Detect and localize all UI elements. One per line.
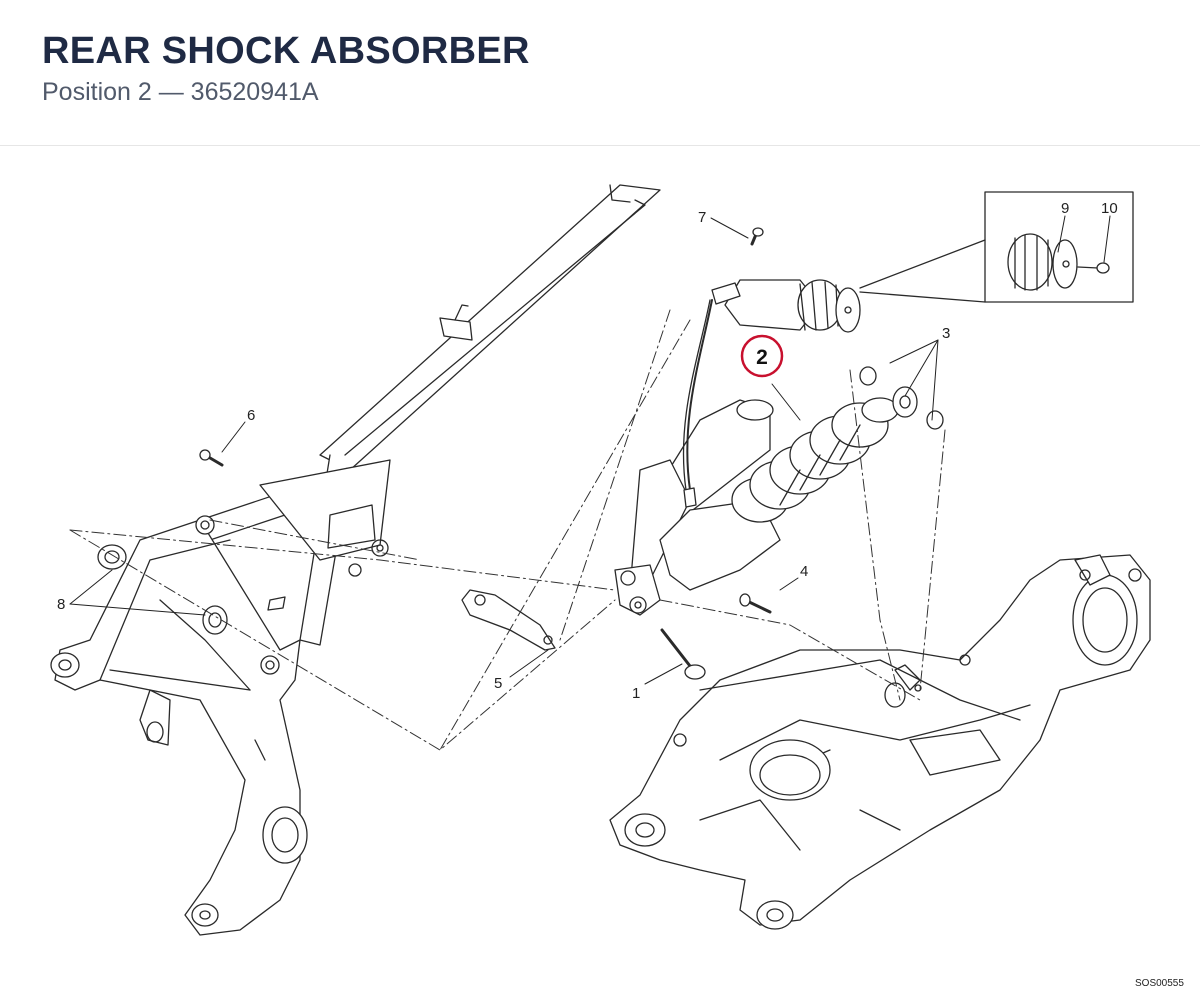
- callout-6: 6: [247, 407, 255, 424]
- page-header: REAR SHOCK ABSORBER Position 2 — 3652094…: [0, 0, 1200, 146]
- exploded-parts-diagram: 1 2 3 4 5 6 7 8 9 10 SOS00555: [50, 184, 1184, 989]
- callout-3: 3: [942, 325, 950, 342]
- shock-absorber: [614, 386, 918, 616]
- assembly-lines: [69, 309, 946, 751]
- callout-8: 8: [57, 596, 65, 613]
- callout-2: 2: [756, 346, 768, 369]
- callout-10: 10: [1101, 200, 1118, 217]
- callout-7: 7: [698, 209, 706, 226]
- callout-2-highlight: [740, 334, 784, 378]
- leader-lines: [69, 215, 1111, 685]
- page-subtitle: Position 2 — 36520941A: [42, 78, 319, 106]
- callout-9: 9: [1061, 200, 1069, 217]
- callout-5: 5: [494, 675, 502, 692]
- hardware: [97, 227, 944, 680]
- preload-adjuster: [682, 279, 861, 508]
- callout-1: 1: [632, 685, 640, 702]
- frame: [50, 184, 661, 936]
- swingarm: [609, 554, 1151, 930]
- detail-box: [859, 191, 1134, 303]
- reference-code: SOS00555: [1135, 978, 1184, 989]
- callout-labels: 1 2 3 4 5 6 7 8 9 10 SOS00555: [57, 200, 1184, 989]
- callout-4: 4: [800, 563, 808, 580]
- page-title: REAR SHOCK ABSORBER: [42, 30, 530, 72]
